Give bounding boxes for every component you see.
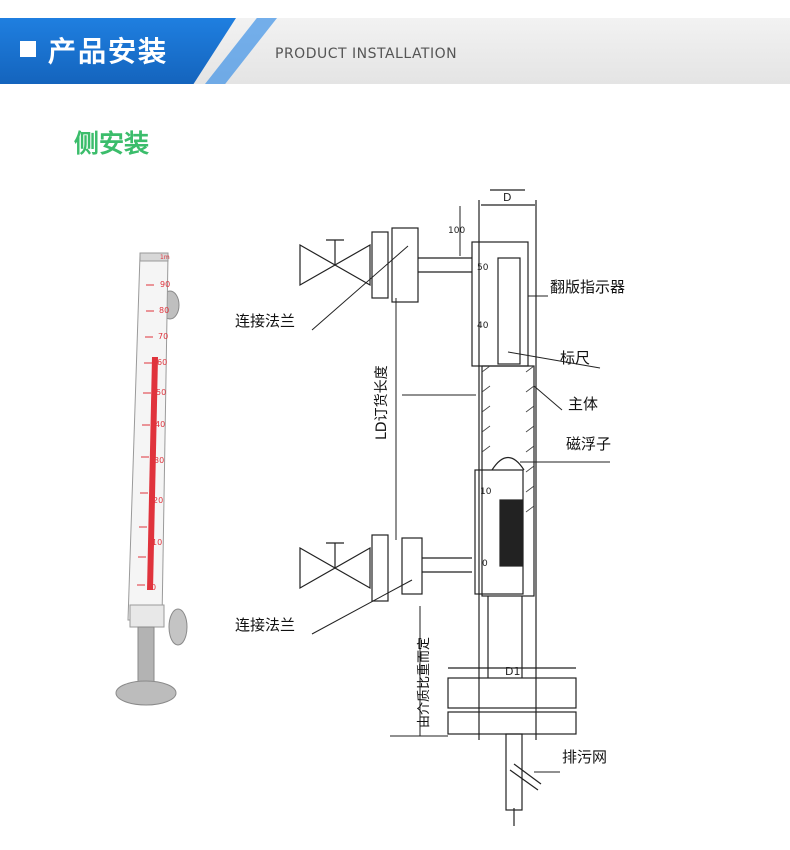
label-medium-note: 由介质比重而定 [416,637,432,728]
bottom-flange-outer [371,534,389,602]
gauge-label-90: 90 [160,280,170,289]
gauge-label-70: 70 [158,332,168,341]
base-flange-lower [447,711,577,735]
label-float: 磁浮子 [566,435,611,453]
gauge-label-40: 40 [155,420,165,429]
banner-title: 产品安装 [48,35,169,68]
banner-title-block [0,18,236,84]
scale-mark-50: 50 [477,263,489,273]
installation-diagram: D 100 D1 50 40 10 0 连接法兰 连接法兰 翻版指示器 标尺 主… [235,189,625,826]
gauge-ticks [137,284,154,586]
valve-top-right [333,243,371,287]
square-icon [20,41,36,57]
gauge-label-0: 0 [151,583,156,592]
label-flange-bottom: 连接法兰 [235,616,295,634]
label-drain: 排污网 [562,748,607,766]
dim-offset-label: 100 [448,226,465,236]
valve-bottom-left [299,546,337,590]
flange-bottom-shape [168,608,188,646]
float-shape [491,456,525,471]
drain-pipe [505,733,523,811]
gauge-label-60: 60 [157,358,167,367]
label-flange-top: 连接法兰 [235,312,295,330]
indicator-flaps [497,257,521,365]
gauge-fill [147,357,158,590]
gauge-label-20: 20 [153,496,163,505]
float-flaps [499,499,523,567]
header-banner: 产品安装 PRODUCT INSTALLATION [0,0,790,84]
dimension-lines [311,206,610,773]
gauge-label-50: 50 [156,388,166,397]
banner-subtitle: PRODUCT INSTALLATION [275,46,458,62]
gauge-nameplate [129,604,165,628]
body-tube [481,365,535,597]
dim-d1-label: D1 [505,665,520,678]
valve-bottom-right [333,546,371,590]
gauge-label-30: 30 [154,456,164,465]
gauge-cap [139,252,169,262]
top-flange [391,227,419,303]
scale-lower-box [474,469,524,595]
section-title: 侧安装 [74,129,150,158]
gauge-label-10: 10 [152,538,162,547]
body-hatching [481,365,535,513]
product-photo: 1m 90 80 70 60 50 40 30 20 10 0 [115,252,188,706]
base-flange-upper [447,677,577,709]
label-order-length: LD订货长度 [373,365,390,440]
gauge-unit-label: 1m [160,254,170,261]
valve-top-left [299,243,337,287]
label-indicator: 翻版指示器 [550,278,625,296]
gauge-label-80: 80 [159,306,169,315]
bottom-flange [401,537,423,595]
label-body: 主体 [568,395,598,413]
gauge-lower-pipe [137,626,155,686]
label-scale: 标尺 [560,349,590,367]
base-flange-shape [115,680,177,706]
scale-mark-10: 10 [480,487,492,497]
scale-mark-40: 40 [477,321,489,331]
gauge-scale-labels: 90 80 70 60 50 40 30 20 10 0 [151,280,170,592]
scale-mark-0: 0 [482,559,488,569]
dim-d-label: D [503,191,511,204]
top-flange-outer [371,231,389,299]
